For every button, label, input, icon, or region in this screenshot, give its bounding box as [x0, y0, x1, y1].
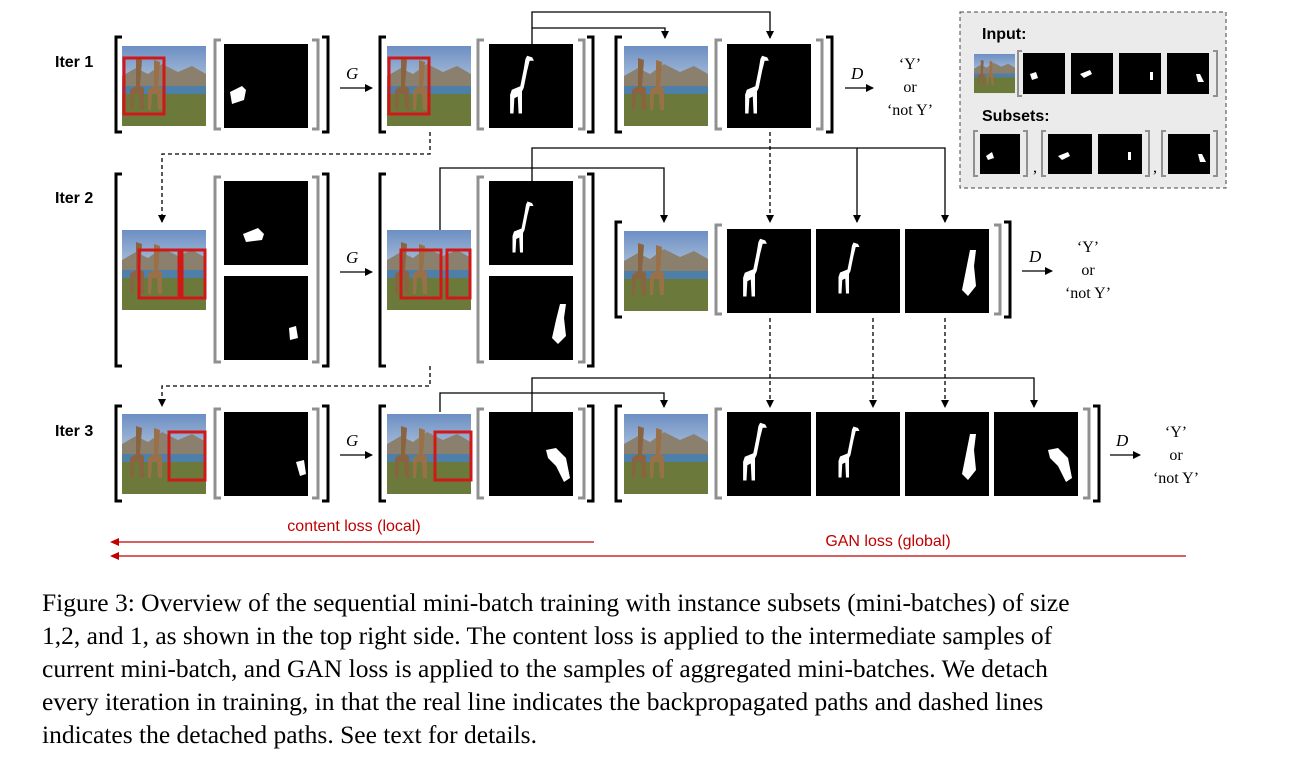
caption-line: Figure 3: Overview of the sequential min… [42, 588, 1070, 617]
legend-mask [1119, 53, 1161, 94]
mask-image [727, 229, 811, 313]
iter-3-input-group [114, 404, 330, 503]
legend-mask [1167, 53, 1209, 94]
mask-image [727, 44, 811, 128]
legend-scene-image [974, 53, 1015, 94]
legend-subset-mask [1048, 134, 1092, 174]
iter-1-label: Iter 1 [55, 54, 93, 71]
skip-arrow [531, 147, 949, 223]
iter-3-aggregated-group [614, 404, 1101, 503]
discriminator-label: D [1115, 431, 1129, 450]
iter-1-input-group [114, 35, 330, 134]
crop-box [433, 430, 473, 482]
discriminator-label: D [850, 64, 864, 83]
output-or: or [1169, 447, 1183, 464]
scene-image [122, 414, 206, 494]
detached-path-arrow [158, 366, 431, 407]
legend-mask [1071, 53, 1113, 94]
mask-image [489, 44, 573, 128]
legend-subset-mask [1098, 134, 1142, 174]
legend-input-label: Input: [982, 26, 1026, 43]
discriminator-label: D [1028, 247, 1042, 266]
iter-2-aggregated-group [614, 220, 1012, 319]
iter-1-aggregated-group [614, 35, 834, 134]
scene-image [624, 46, 708, 126]
caption-line: 1,2, and 1, as shown in the top right si… [42, 621, 1053, 650]
caption-line: current mini-batch, and GAN loss is appl… [42, 654, 1048, 683]
legend-subset-mask [980, 134, 1020, 174]
crop-box [137, 248, 181, 300]
caption-line: every iteration in training, in that the… [42, 687, 1044, 716]
crop-box [122, 56, 166, 116]
caption-line: indicates the detached paths. See text f… [42, 720, 537, 749]
output-y: ‘Y’ [1165, 424, 1187, 441]
figure-caption: Figure 3: Overview of the sequential min… [42, 586, 1272, 751]
legend-box: Input: Subsets: , , [959, 11, 1227, 189]
iter-3-generated-group [378, 404, 595, 503]
skip-arrow [531, 377, 1038, 412]
legend-separator: , [1153, 159, 1157, 176]
crop-box [167, 430, 207, 482]
generator-label: G [346, 431, 358, 450]
crop-box [445, 248, 472, 300]
output-or: or [1081, 262, 1095, 279]
output-y: ‘Y’ [899, 56, 921, 73]
mask-image [224, 181, 308, 265]
iter-2-input-group [114, 172, 330, 368]
detached-path-arrow [158, 132, 431, 223]
mask-image [489, 181, 573, 265]
iter-1-generated-group [378, 35, 595, 134]
skip-arrow [532, 27, 669, 39]
iter-2-generated-group [378, 172, 595, 368]
figure-diagram: Iter 1 Iter 2 Iter 3 G D ‘Y’ or ‘not Y’ [55, 11, 1227, 560]
mask-image [224, 44, 308, 128]
crop-box [399, 248, 443, 300]
skip-arrow [439, 392, 668, 412]
generator-label: G [346, 248, 358, 267]
mask-image [994, 412, 1078, 496]
mask-image [816, 229, 900, 313]
legend-subsets-label: Subsets: [982, 108, 1050, 125]
gan-loss-label: GAN loss (global) [825, 533, 950, 550]
generated-scene-image [387, 414, 471, 494]
crop-box [180, 248, 207, 300]
content-loss-label: content loss (local) [287, 518, 420, 535]
generator-label: G [346, 64, 358, 83]
legend-separator: , [1033, 159, 1037, 176]
skip-arrow [439, 167, 668, 230]
mask-image [224, 412, 308, 496]
output-or: or [903, 79, 917, 96]
scene-image [624, 414, 708, 494]
output-not-y: ‘not Y’ [887, 102, 933, 119]
mask-image [727, 412, 811, 496]
output-not-y: ‘not Y’ [1065, 285, 1111, 302]
crop-box [387, 56, 431, 116]
mask-image [816, 412, 900, 496]
legend-subset-mask [1168, 134, 1210, 174]
iter-3-label: Iter 3 [55, 423, 93, 440]
output-not-y: ‘not Y’ [1153, 470, 1199, 487]
scene-image [624, 231, 708, 311]
iter-2-label: Iter 2 [55, 190, 93, 207]
mask-image [224, 276, 308, 360]
mask-image [905, 412, 989, 496]
mask-image [905, 229, 989, 313]
output-y: ‘Y’ [1077, 239, 1099, 256]
legend-mask [1023, 53, 1065, 94]
